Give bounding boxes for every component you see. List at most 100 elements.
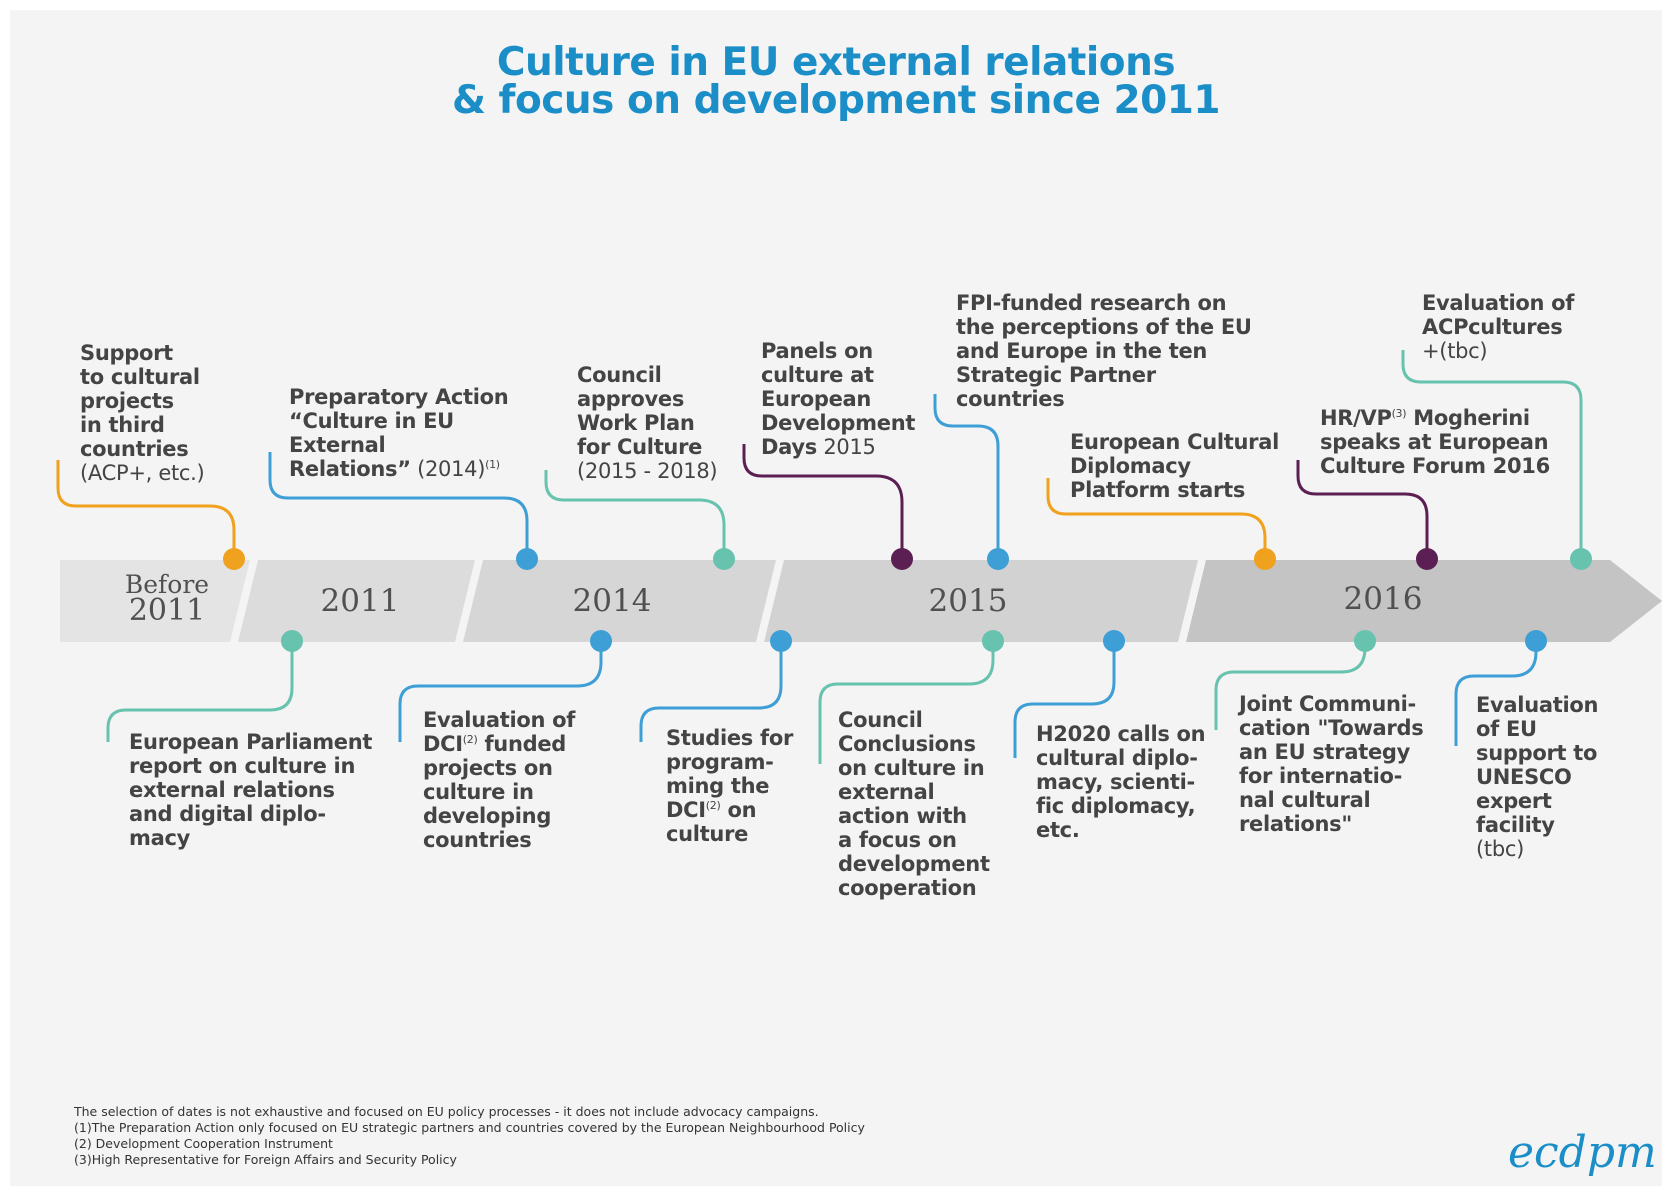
event-eval-unesco: Evaluation of EU support to UNESCO exper… xyxy=(1476,693,1598,861)
event-line: Studies for xyxy=(666,726,794,750)
year-label-2014: 2014 xyxy=(572,583,652,619)
connector-fpi-research xyxy=(933,394,1000,559)
event-line: Evaluation of xyxy=(1422,291,1575,315)
arrow-segment-2014 xyxy=(463,560,776,642)
footnote-line: (3)High Representative for Foreign Affai… xyxy=(74,1152,457,1167)
event-eval-acp: Evaluation of ACPcultures +(tbc) xyxy=(1422,291,1574,363)
event-line: a focus on xyxy=(838,828,957,852)
event-line: Support xyxy=(80,341,173,365)
event-line: European Parliament xyxy=(129,730,373,754)
event-line: (ACP+, etc.) xyxy=(80,461,205,485)
event-mogherini: HR/VP(3) Mogherini speaks at European Cu… xyxy=(1320,406,1550,478)
event-studies-dci: Studies for program- ming the DCI(2) on … xyxy=(666,726,793,846)
event-line: expert xyxy=(1476,789,1552,813)
event-line: for internatio- xyxy=(1239,764,1403,788)
dot-panels-edd xyxy=(891,548,913,570)
event-joint-comm: Joint Communi- cation "Towards an EU str… xyxy=(1239,692,1424,836)
event-line: countries xyxy=(956,387,1065,411)
year-before-line2: 2011 xyxy=(128,593,206,628)
event-line: HR/VP(3) Mogherini xyxy=(1320,406,1550,430)
year-label-2015: 2015 xyxy=(928,583,1008,619)
event-line: Work Plan xyxy=(577,411,695,435)
event-line: for Culture xyxy=(577,435,703,459)
event-line: fic diplomacy, xyxy=(1036,794,1196,818)
event-line: culture at xyxy=(761,363,874,387)
event-line: ming the xyxy=(666,774,770,798)
event-line: support to xyxy=(1476,741,1598,765)
event-line: DCI(2) on xyxy=(666,798,793,822)
connector-studies-dci xyxy=(639,641,783,742)
connector-support-cultural xyxy=(56,460,236,559)
event-text: Days xyxy=(761,435,817,459)
event-line: Joint Communi- xyxy=(1239,692,1416,716)
event-panels-edd: Panels on culture at European Developmen… xyxy=(761,339,915,459)
event-line: and digital diplo- xyxy=(129,802,326,826)
event-line: Relations” (2014)(1) xyxy=(289,457,508,481)
connector-joint-comm xyxy=(1214,641,1367,730)
connector-eval-acp xyxy=(1401,350,1583,559)
arrow-segment-2015 xyxy=(764,560,1198,642)
event-line: the perceptions of the EU xyxy=(956,315,1252,339)
event-text: 2015 xyxy=(816,435,876,459)
event-fpi-research: FPI-funded research on the perceptions o… xyxy=(956,291,1252,411)
event-line: Council xyxy=(577,363,662,387)
footnote-ref: (2) xyxy=(462,733,478,746)
event-line: relations" xyxy=(1239,812,1353,836)
event-text: DCI xyxy=(666,798,706,822)
dot-fpi-research xyxy=(987,548,1009,570)
event-line: Evaluation of xyxy=(423,708,576,732)
connector-ecdp-platform xyxy=(1046,478,1267,559)
event-line: cooperation xyxy=(838,876,977,900)
event-line: European xyxy=(761,387,872,411)
dot-mogherini xyxy=(1416,548,1438,570)
dot-ep-report xyxy=(281,630,303,652)
event-line: DCI(2) funded xyxy=(423,732,575,756)
year-label-before-2011: Before 2011 xyxy=(112,572,222,628)
footnote-line: (2) Development Cooperation Instrument xyxy=(74,1136,333,1151)
event-line: (tbc) xyxy=(1476,837,1524,861)
event-line: (2015 - 2018) xyxy=(577,459,718,483)
event-line: Strategic Partner xyxy=(956,363,1156,387)
event-text: Relations” xyxy=(289,457,411,481)
connector-council-conclusions xyxy=(818,641,995,764)
dot-joint-comm xyxy=(1354,630,1376,652)
event-line: Panels on xyxy=(761,339,873,363)
event-council-conclusions: Council Conclusions on culture in extern… xyxy=(838,708,990,900)
event-line: Diplomacy xyxy=(1070,454,1191,478)
event-line: action with xyxy=(838,804,967,828)
event-line: Development xyxy=(761,411,916,435)
event-line: and Europe in the ten xyxy=(956,339,1208,363)
dot-eval-acp xyxy=(1570,548,1592,570)
event-line: countries xyxy=(80,437,189,461)
event-line: report on culture in xyxy=(129,754,356,778)
event-line: culture in xyxy=(423,780,534,804)
event-line: cation "Towards xyxy=(1239,716,1424,740)
footnotes: The selection of dates is not exhaustive… xyxy=(74,1104,865,1168)
event-line: FPI-funded research on xyxy=(956,291,1227,315)
event-line: facility xyxy=(1476,813,1555,837)
event-ep-report: European Parliament report on culture in… xyxy=(129,730,372,850)
event-line: in third xyxy=(80,413,165,437)
event-eval-dci: Evaluation of DCI(2) funded projects on … xyxy=(423,708,575,852)
event-line: culture xyxy=(666,822,749,846)
footnote-ref: (2) xyxy=(705,799,721,812)
arrow-segment-before-2011 xyxy=(60,560,250,642)
dot-h2020 xyxy=(1103,630,1125,652)
year-label-2016: 2016 xyxy=(1343,581,1423,617)
event-line: macy, scienti- xyxy=(1036,770,1195,794)
event-line: speaks at European xyxy=(1320,430,1549,454)
arrow-segment-2016 xyxy=(1186,560,1662,642)
dot-council-conclusions xyxy=(982,630,1004,652)
event-preparatory-action: Preparatory Action “Culture in EU Extern… xyxy=(289,385,509,481)
dot-preparatory-action xyxy=(516,548,538,570)
event-line: +(tbc) xyxy=(1422,339,1488,363)
event-line: cultural diplo- xyxy=(1036,746,1198,770)
year-label-2011: 2011 xyxy=(320,583,400,619)
event-line: projects on xyxy=(423,756,553,780)
event-line: of EU xyxy=(1476,717,1537,741)
ecdpm-logo: ecdpm xyxy=(1508,1127,1657,1178)
event-h2020: H2020 calls on cultural diplo- macy, sci… xyxy=(1036,722,1206,842)
event-line: development xyxy=(838,852,990,876)
event-line: approves xyxy=(577,387,685,411)
